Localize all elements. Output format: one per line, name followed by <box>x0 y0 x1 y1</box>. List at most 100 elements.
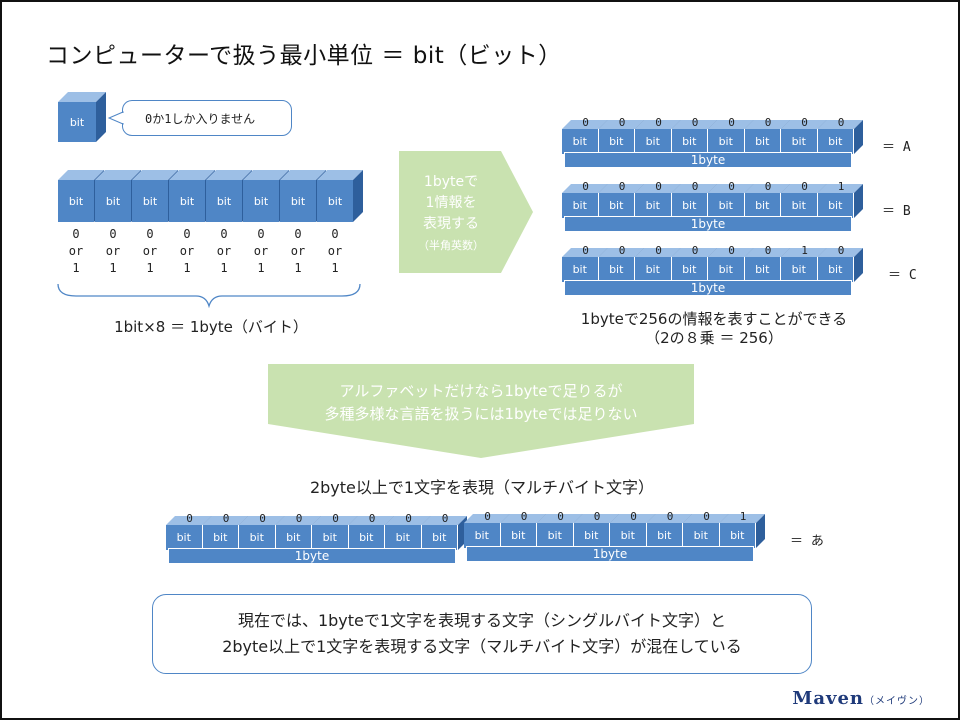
bit-digit: 1 <box>739 510 747 523</box>
byte-bit-label: bit <box>708 193 745 218</box>
byte-bit-label: bit <box>635 193 672 218</box>
bit-digit: 0 <box>655 244 662 257</box>
byte-bit-label: bit <box>573 523 610 548</box>
bit-digit: 0 <box>837 244 845 257</box>
byte-bit-label: bit <box>562 257 599 282</box>
byte-bit-cube: bit <box>421 516 467 550</box>
bit-digit: 0 <box>582 180 589 193</box>
byte-bit-label: bit <box>635 257 672 282</box>
bit-digit: 0 <box>295 512 303 525</box>
byte-bit-label: bit <box>817 129 854 154</box>
maven-logo: Maven（メイヴン） <box>792 688 930 709</box>
callout-pointer <box>108 111 124 125</box>
multibyte-caption: 2byte以上で1文字を表現（マルチバイト文字） <box>309 478 655 497</box>
byte-bit-label: bit <box>671 257 708 282</box>
byte-bit-label: bit <box>562 193 599 218</box>
bit-digit: 0 <box>728 116 735 129</box>
byte-bit-label: bit <box>421 525 458 550</box>
byte-bit-label: bit <box>708 129 745 154</box>
bit-digit: 0 <box>582 116 589 129</box>
byte-bit-label: bit <box>683 523 720 548</box>
byte-bit-label: bit <box>744 257 781 282</box>
bit-digit: 0 <box>703 510 710 523</box>
byte-bit-label: bit <box>635 129 672 154</box>
byte-bit-label: bit <box>719 523 756 548</box>
bit-digit: 0 <box>655 116 662 129</box>
byte-bit-label: bit <box>744 129 781 154</box>
arrow-1byte-text: 1byteで 1情報を 表現する （半角英数） <box>418 174 484 252</box>
byte-bit-label: bit <box>817 193 854 218</box>
bit-digit: 0 <box>691 244 699 257</box>
byte-bit-label: bit <box>598 257 635 282</box>
byte-bit-label: bit <box>562 129 599 154</box>
multibyte-result: ＝ あ <box>790 534 824 549</box>
byte-bit-label: bit <box>781 129 818 154</box>
bit-cube: bit <box>58 170 104 222</box>
byte-bit-label: bit <box>166 525 203 550</box>
bit-digit: 0 <box>691 180 699 193</box>
bit-digit: 0 <box>837 116 845 129</box>
byte-bit-label: bit <box>610 523 647 548</box>
byte-examples-caption: 1byteで256の情報を表すことができる （2の８乗 ＝ 256） <box>580 310 848 347</box>
byte-bit-label: bit <box>646 523 683 548</box>
byte-bit-cube: bit <box>719 514 765 548</box>
bit-digit: 1 <box>837 180 845 193</box>
bit-digit: 0 <box>222 512 230 525</box>
byte-bit-label: bit <box>671 193 708 218</box>
byte-bit-label: bit <box>537 523 574 548</box>
bit-digit: 0 <box>666 510 674 523</box>
byte-bit-label: bit <box>671 129 708 154</box>
byte-bit-label: bit <box>312 525 349 550</box>
byte-bit-label: bit <box>464 523 501 548</box>
byte-bit-label: bit <box>781 257 818 282</box>
byte-bit-label: bit <box>744 193 781 218</box>
bit-digit: 0 <box>655 180 662 193</box>
byte-bit-label: bit <box>598 129 635 154</box>
byte-bit-cube: bit <box>817 248 863 282</box>
page-title: コンピューターで扱う最小単位 ＝ bit（ビット） <box>46 43 562 69</box>
byte-bit-cube: bit <box>817 120 863 154</box>
byte-label-bar: 1byte <box>168 548 456 564</box>
byte-bit-label: bit <box>385 525 422 550</box>
bit-digit: 0 <box>691 116 699 129</box>
bit-cube-row: bit bit bit bit bit bit <box>58 170 364 222</box>
bit-digit: 0 <box>186 512 193 525</box>
arrow-multibyte-text: アルファベットだけなら1byteで足りるが 多種多様な言語を扱うには1byteで… <box>324 382 638 423</box>
byte-caption: 1bit×8 ＝ 1byte（バイト） <box>114 318 308 336</box>
bit-digit: 0 <box>259 512 266 525</box>
bit-digit: 0 <box>801 180 808 193</box>
summary-note: 現在では、1byteで1文字を表現する文字（シングルバイト文字）と 2byte以… <box>152 594 812 674</box>
bit-digit: 0 <box>368 512 376 525</box>
bit-digit: 0 <box>630 510 637 523</box>
bit-digit: 0 <box>764 244 772 257</box>
bit-digit: 0 <box>764 116 772 129</box>
single-bit-label: bit <box>58 102 96 142</box>
bit-digit: 0 <box>484 510 491 523</box>
bit-digit: 0 <box>764 180 772 193</box>
byte-bit-label: bit <box>202 525 239 550</box>
byte-bit-label: bit <box>348 525 385 550</box>
byte-bit-label: bit <box>239 525 276 550</box>
bit-digit: 0 <box>728 180 735 193</box>
bit-digit: 0 <box>801 116 808 129</box>
bit-digit: 0 <box>557 510 564 523</box>
byte-bit-label: bit <box>817 257 854 282</box>
bit-digit: 0 <box>728 244 735 257</box>
arrow-1byte <box>399 151 533 273</box>
byte-label-bar: 1byte <box>564 152 852 168</box>
byte-label-bar: 1byte <box>466 546 754 562</box>
byte-result: ＝ A <box>882 140 911 155</box>
bit-digit: 0 <box>441 512 449 525</box>
bit-digit: 1 <box>801 244 808 257</box>
